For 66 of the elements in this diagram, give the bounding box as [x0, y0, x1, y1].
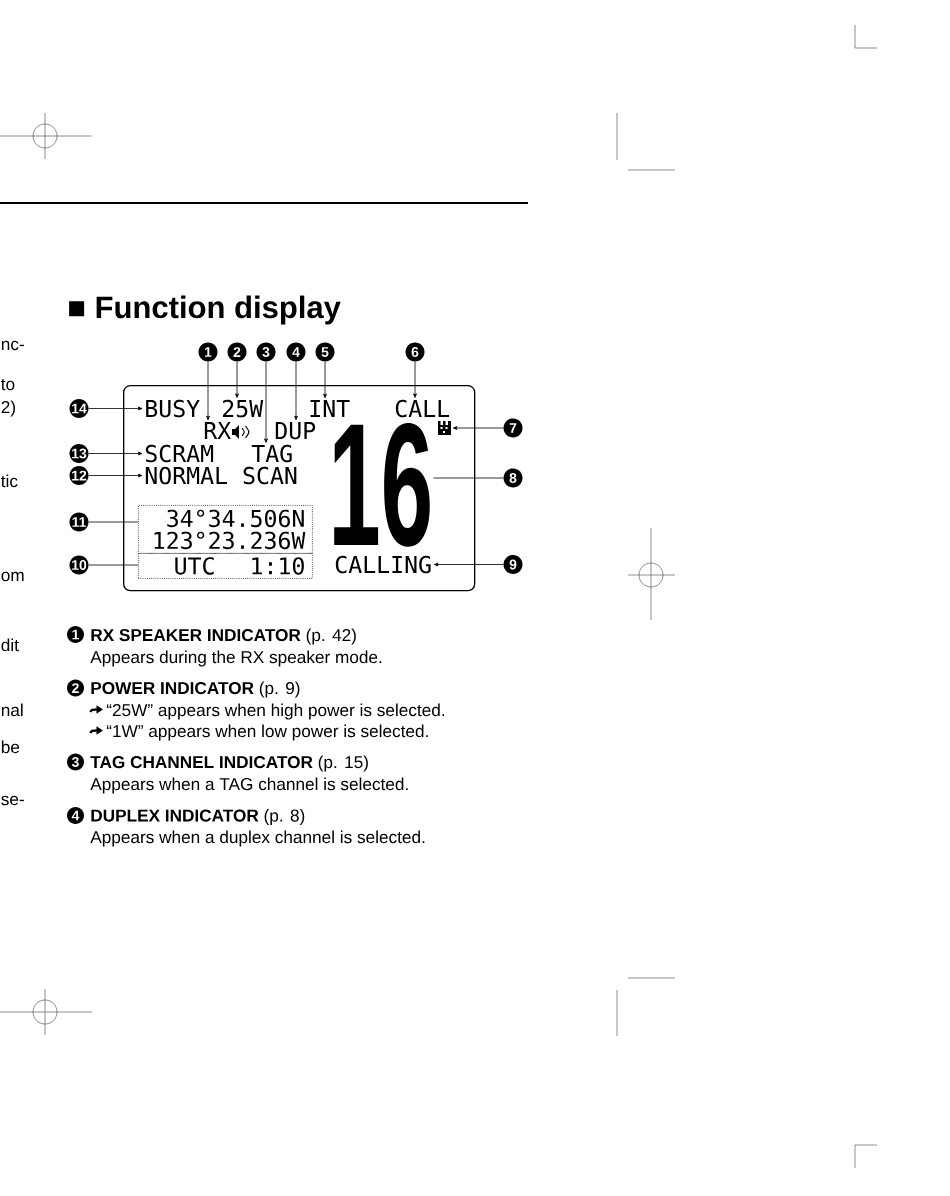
callout-number: 1 [67, 626, 84, 643]
readout-box: 34°34.506N 123°23.236W [138, 505, 313, 554]
leader-arrow [88, 473, 143, 478]
lcd-text: 25W [223, 399, 264, 418]
lcd-text: RX [204, 422, 231, 439]
text-fragment: se- [1, 795, 24, 806]
callout-number: 10 [69, 555, 89, 575]
leader-arrow [434, 562, 504, 567]
callout-number: 3 [67, 753, 84, 771]
leader-arrow [452, 426, 504, 430]
item-text: POWER INDICATOR (p. 9) [91, 681, 300, 698]
callout-number: 2 [227, 342, 247, 362]
text-fragment: nc- [1, 340, 24, 351]
callout-number: 12 [69, 466, 89, 485]
callout-number: 6 [405, 342, 425, 362]
leader-arrow [235, 361, 239, 398]
leader-arrow [294, 361, 298, 421]
callout-number: 9 [503, 555, 523, 574]
callout-number: 7 [503, 418, 523, 438]
callout-number: 11 [69, 512, 89, 532]
callout-number: 14 [69, 399, 89, 418]
text-fragment: to [1, 378, 15, 391]
item-text: DUPLEX INDICATOR (p. 8) [91, 809, 305, 826]
callout-number: 4 [286, 342, 306, 362]
callout-number: 3 [256, 342, 276, 362]
callout-number: 4 [67, 807, 84, 824]
text-fragment: tic [1, 474, 18, 488]
callout-number: 13 [69, 444, 89, 463]
callout-number: 8 [503, 468, 523, 488]
leader-arrow [413, 361, 417, 398]
lcd-text: INT [310, 400, 350, 417]
leader-line [433, 477, 504, 479]
lcd-text: DUP [275, 422, 316, 440]
leader-arrow [206, 361, 210, 421]
item-text: “1W” appears when low power is selected. [106, 724, 428, 741]
item-text: Appears when a duplex channel is selected. [90, 830, 425, 847]
item-text: TAG CHANNEL INDICATOR (p. 15) [90, 755, 368, 772]
leader-arrow [88, 406, 143, 411]
item-text: Appears when a TAG channel is selected. [90, 777, 408, 794]
item-text: “25W” appears when high power is selected. [106, 703, 445, 720]
readout-box: UTC 1:10 [138, 553, 313, 579]
text-fragment: dit [1, 638, 19, 652]
lcd-text: NORMAL SCAN [145, 466, 297, 485]
channel-number: 16 [334, 423, 430, 547]
grid-icon [438, 421, 451, 435]
leader-arrow [264, 361, 268, 443]
callout-number: 2 [67, 679, 84, 697]
lcd-text: BUSY [146, 399, 200, 418]
lcd-text: CALL [395, 399, 450, 418]
item-text: Appears during the RX speaker mode. [90, 650, 382, 667]
item-text: RX SPEAKER INDICATOR (p. 42) [91, 628, 356, 645]
heading: ■ Function display [69, 295, 341, 325]
text-fragment: be [1, 740, 20, 754]
leader-line [88, 521, 139, 523]
callout-number: 5 [315, 342, 335, 362]
lcd-panel [123, 385, 476, 592]
callout-number: 1 [198, 342, 218, 362]
lcd-text: CALLING [335, 555, 431, 574]
leader-arrow [323, 361, 327, 399]
lcd-text: SCRAM [145, 444, 214, 463]
lcd-text: TAG [251, 444, 292, 463]
text-fragment: om [1, 571, 24, 582]
text-fragment: 2) [1, 400, 15, 417]
text-fragment: nal [1, 703, 23, 717]
leader-line [88, 564, 139, 566]
leader-arrow [88, 451, 143, 456]
